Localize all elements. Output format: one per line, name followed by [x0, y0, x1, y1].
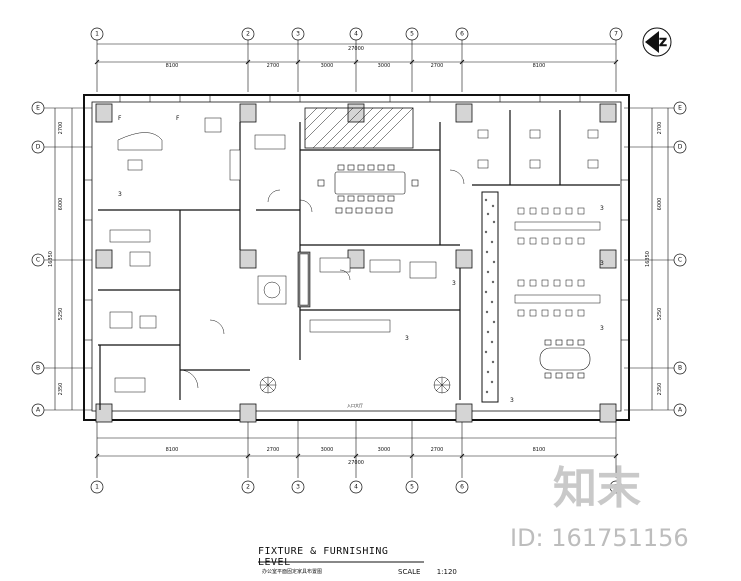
dim-top-seg-5: 2700	[431, 63, 444, 69]
interior-walls	[98, 110, 620, 410]
grid-col-1-bottom: 1	[95, 484, 99, 491]
north-arrow-icon: Z	[642, 27, 672, 57]
office-furniture	[109, 117, 437, 393]
workstations	[477, 129, 601, 317]
grid-col-6-top: 6	[460, 31, 464, 38]
dim-right-seg-3: 5250	[657, 308, 663, 321]
entrance-plants	[259, 376, 451, 394]
grid-row-b-left: B	[36, 365, 40, 372]
num-label-3e: 3	[405, 335, 409, 342]
dim-bottom-seg-5: 2700	[431, 447, 444, 453]
grid-col-6-bottom: 6	[460, 484, 464, 491]
num-label-3c: 3	[600, 260, 604, 267]
num-label-3b: 3	[600, 205, 604, 212]
dim-left-total: 16350	[48, 251, 54, 267]
grid-row-c-left: C	[36, 257, 40, 264]
scale-text: SCALE	[398, 568, 421, 576]
watermark-id: ID: 161751156	[510, 524, 689, 552]
window-ticks	[84, 95, 629, 341]
grid-col-3-bottom: 3	[296, 484, 300, 491]
dim-top-seg-1: 8100	[166, 63, 179, 69]
dim-top-seg-6: 8100	[533, 63, 546, 69]
grid-col-4-top: 4	[354, 31, 358, 38]
dim-right-seg-4: 2350	[657, 383, 663, 396]
dim-top-seg-4: 3000	[378, 63, 391, 69]
grid-col-2-bottom: 2	[246, 484, 250, 491]
dim-left-seg-2: 6000	[58, 198, 64, 211]
dim-bottom-seg-2: 2700	[267, 447, 280, 453]
num-label-3f: 3	[452, 280, 456, 287]
dim-top-seg-3: 3000	[321, 63, 334, 69]
num-label-3g: 3	[510, 397, 514, 404]
room-label-f1: F	[118, 115, 122, 122]
grid-row-d-right: D	[678, 144, 683, 151]
num-label-3a: 3	[118, 191, 122, 198]
grid-row-d-left: D	[36, 144, 41, 151]
dim-right-seg-2: 6000	[657, 198, 663, 211]
svg-text:Z: Z	[659, 36, 667, 49]
num-label-3d: 3	[600, 325, 604, 332]
dim-left-seg-3: 5250	[58, 308, 64, 321]
grid-row-a-left: A	[36, 407, 41, 414]
grid-row-e-right: E	[678, 105, 682, 112]
doors	[179, 169, 465, 389]
grid-row-c-right: C	[678, 257, 682, 264]
drawing-title: FIXTURE & FURNISHING LEVEL	[258, 546, 389, 568]
dim-right-seg-1: 2700	[657, 122, 663, 135]
grid-col-3-top: 3	[296, 31, 300, 38]
grid-col-7-top: 7	[614, 31, 618, 38]
dim-bottom-seg-6: 8100	[533, 447, 546, 453]
drawing-subtitle: 办公室平面固定家具布置图	[262, 569, 323, 575]
shaft-hatch	[297, 251, 311, 308]
dim-bottom-total: 27000	[348, 460, 364, 466]
outer-walls	[83, 94, 630, 421]
planter-strip	[481, 191, 499, 403]
scale-value: 1:120	[436, 568, 457, 576]
grid-row-a-right: A	[678, 407, 683, 414]
structural-columns	[95, 103, 617, 423]
grid-row-e-left: E	[36, 105, 40, 112]
grid-col-2-top: 2	[246, 31, 250, 38]
meeting-table	[539, 339, 591, 379]
scale-label: SCALE 1:120	[398, 568, 457, 576]
dim-right-total: 16350	[645, 251, 651, 267]
grid-row-b-right: B	[678, 365, 682, 372]
dim-top-seg-2: 2700	[267, 63, 280, 69]
grid-col-7-bottom: 7	[614, 484, 618, 491]
grid-col-4-bottom: 4	[354, 484, 358, 491]
dim-top-total: 27000	[348, 46, 364, 52]
dim-left-seg-1: 2700	[58, 122, 64, 135]
grid-bubbles-top	[31, 27, 687, 494]
dim-bottom-seg-3: 3000	[321, 447, 334, 453]
watermark-brand: 知末	[553, 463, 641, 514]
grid-col-1-top: 1	[95, 31, 99, 38]
dim-left-seg-4: 2350	[58, 383, 64, 396]
conference-table	[317, 164, 419, 214]
dim-bottom-seg-1: 8100	[166, 447, 179, 453]
grid-col-5-top: 5	[410, 31, 414, 38]
dim-bottom-seg-4: 3000	[378, 447, 391, 453]
grid-col-5-bottom: 5	[410, 484, 414, 491]
drawing-title-row: FIXTURE & FURNISHING LEVEL	[258, 546, 424, 568]
room-label-f2: F	[176, 115, 180, 122]
hatched-room	[304, 107, 414, 149]
entrance-label: 入口大厅	[347, 402, 363, 408]
